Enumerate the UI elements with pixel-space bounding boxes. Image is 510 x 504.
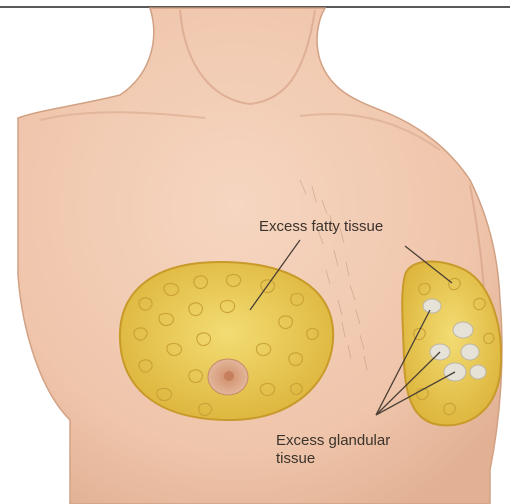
nipple xyxy=(224,371,234,381)
left-breast xyxy=(120,262,333,420)
label-excess-fatty-tissue: Excess fatty tissue xyxy=(259,218,383,236)
label-excess-glandular-tissue: Excess glandular tissue xyxy=(276,432,390,468)
torso-skin xyxy=(18,8,502,504)
label-glandular-line2: tissue xyxy=(276,450,390,468)
label-glandular-line1: Excess glandular xyxy=(276,432,390,450)
fatty-tissue-mass xyxy=(120,262,333,420)
